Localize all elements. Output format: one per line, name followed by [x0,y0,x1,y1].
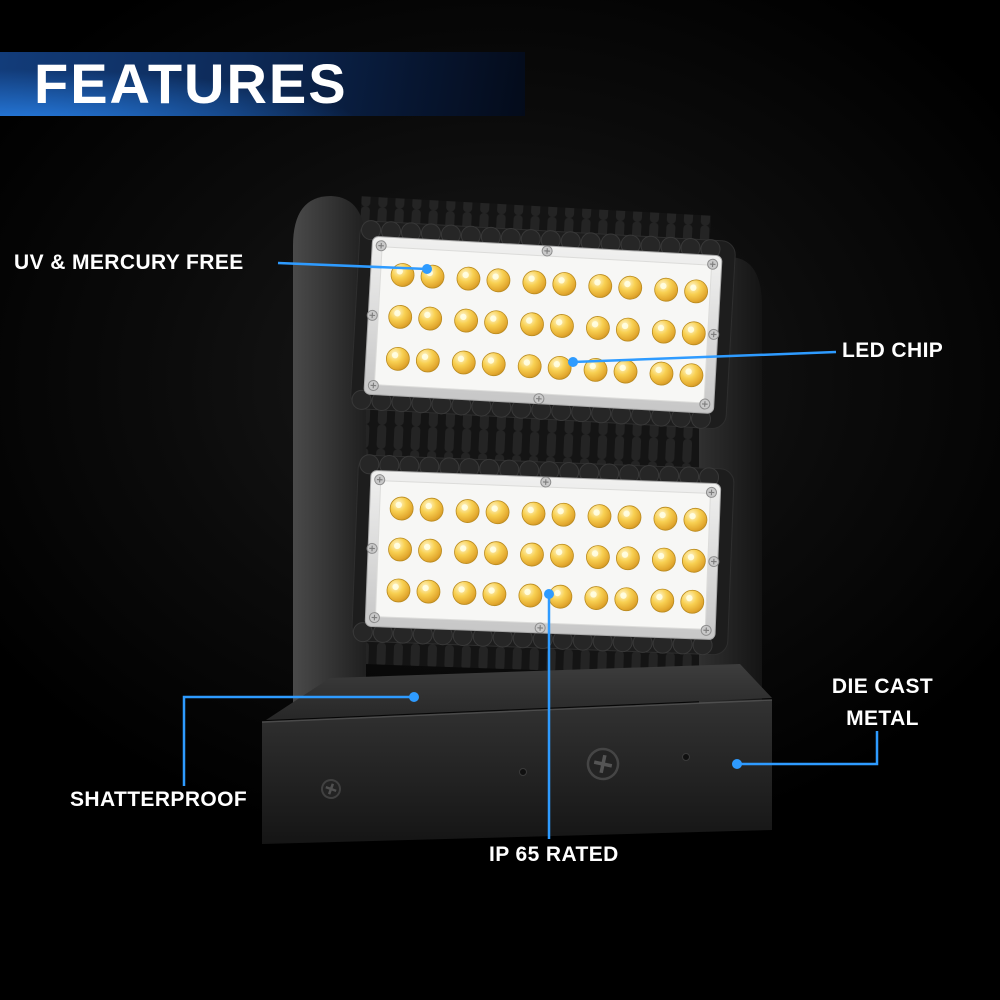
callout-label-uv-mercury-free: UV & MERCURY FREE [14,251,244,274]
callout-line-die-cast-metal [732,731,879,769]
lower-led-module [351,454,735,656]
callout-line-ip65-rated [544,589,554,839]
base-screw-left [321,779,341,799]
lower-module-ribs-bottom [352,622,713,656]
base-front-face [262,700,772,844]
callout-line-led-chip [568,350,837,367]
features-banner: FEATURES [0,52,525,116]
base-dot-left [519,768,527,776]
upper-module-screws [366,240,720,410]
led-grid-top [385,263,709,388]
callout-lines [182,261,879,839]
callout-dot-uv-mercury-free [422,264,432,274]
callout-dot-die-cast-metal [732,759,742,769]
base-edge-highlight [261,699,773,723]
callout-line-shatterproof [182,692,419,786]
upper-module-ribs-top [361,220,721,260]
callout-label-led-chip: LED CHIP [842,339,944,362]
fixture-body [261,196,773,844]
die-cast-base [261,664,773,844]
base-screw-large [586,747,620,781]
callout-dot-ip65-rated [544,589,554,599]
callout-dot-shatterproof [409,692,419,702]
lower-module-ribs-top [359,454,720,488]
led-grid-bottom [386,496,708,614]
base-top-face [266,664,772,720]
upper-led-module [350,220,736,429]
callout-label-die-cast-metal: DIE CAST METAL [831,675,934,730]
callout-label-ip65-rated: IP 65 RATED [489,843,619,866]
lower-module-screws [366,474,720,636]
features-title: FEATURES [34,52,348,115]
callout-label-shatterproof: SHATTERPROOF [70,788,248,811]
callout-dot-led-chip [568,357,578,367]
callout-line-uv-mercury-free [277,261,432,274]
upper-module-ribs-bottom [351,389,712,429]
left-arm [293,196,366,712]
base-dot-right [682,753,690,761]
